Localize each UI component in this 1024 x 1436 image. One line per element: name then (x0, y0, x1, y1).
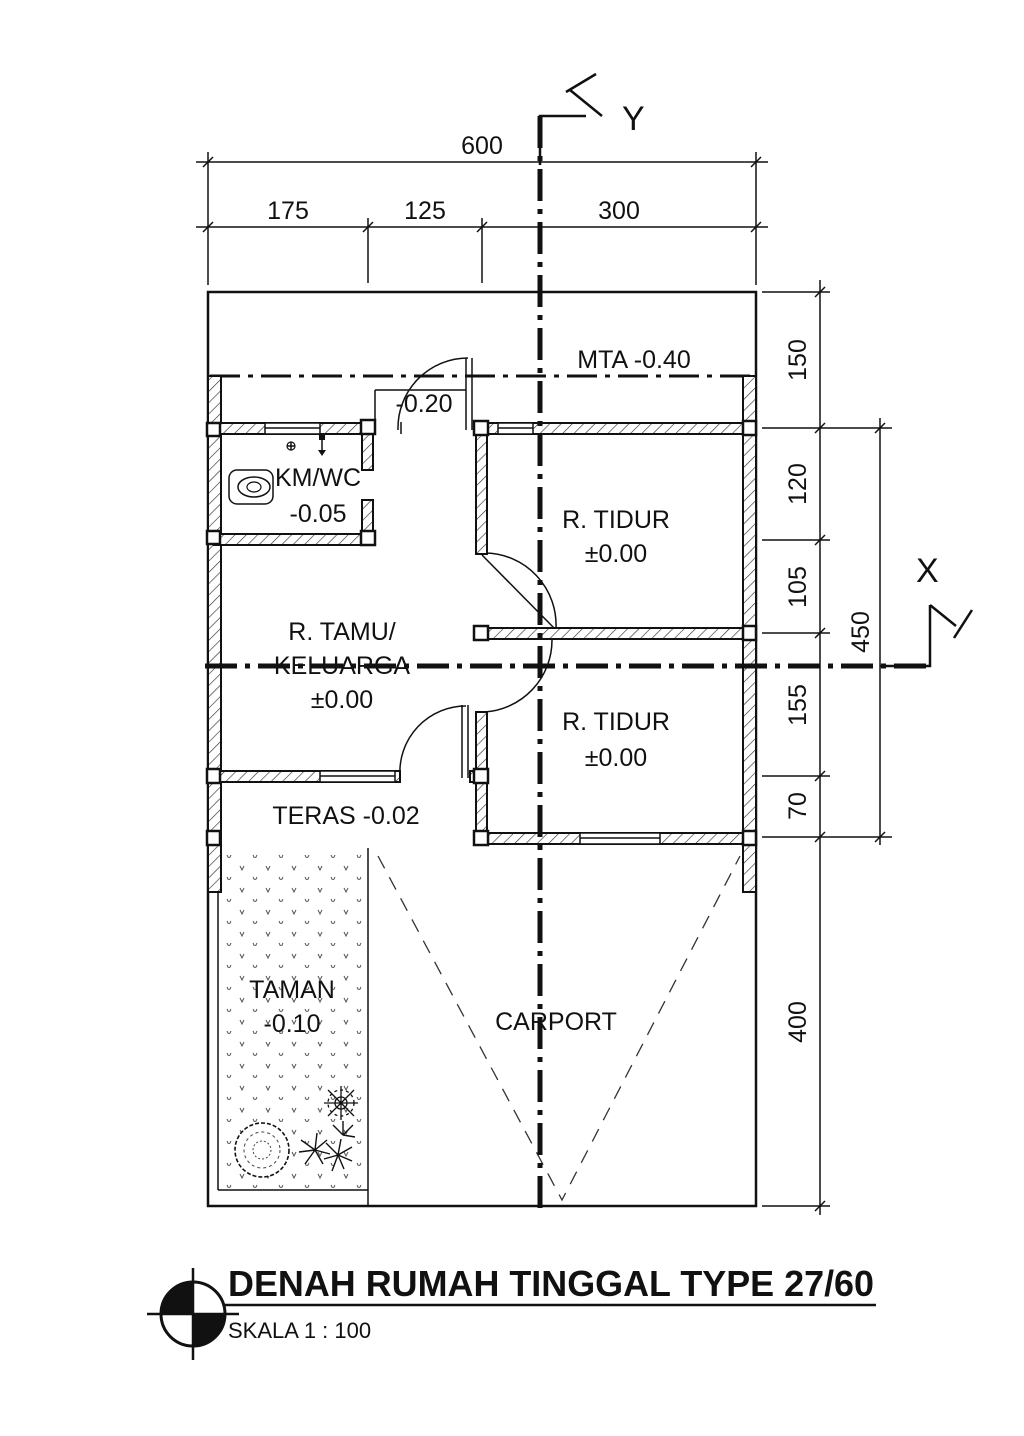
axis-y: Y (537, 72, 645, 1210)
top-dimensions: 600 175 125 300 (196, 132, 768, 285)
label-living-level: ±0.00 (311, 686, 373, 714)
label-bedroom1-name: R. TIDUR (562, 506, 670, 534)
carport-outline (377, 855, 741, 1202)
label-taman-name: TAMAN (249, 976, 335, 1004)
axis-y-label: Y (622, 100, 645, 138)
shrub-icon (234, 1122, 290, 1178)
dim-right-seg-2: 120 (784, 463, 812, 505)
columns (205, 418, 758, 847)
drawing-title: DENAH RUMAH TINGGAL TYPE 27/60 (228, 1263, 874, 1304)
flower-plant-icon (324, 1086, 358, 1120)
windows (264, 422, 661, 845)
dim-right-seg-6: 400 (784, 1001, 812, 1043)
label-bedroom2-name: R. TIDUR (562, 708, 670, 736)
label-taman-level: -0.10 (264, 1010, 321, 1038)
label-carport: CARPORT (495, 1008, 617, 1036)
dim-top-seg-2: 125 (404, 197, 446, 225)
label-living-name1: R. TAMU/ (288, 618, 395, 646)
label-door-level: -0.20 (396, 390, 453, 418)
axis-x: X (205, 552, 974, 669)
dim-top-seg-3: 300 (598, 197, 640, 225)
label-living-name2: KELUARGA (274, 652, 410, 680)
dim-right-seg-3: 105 (784, 566, 812, 608)
doors (374, 357, 557, 778)
dim-right-seg-1: 150 (784, 339, 812, 381)
dim-right-total: 450 (847, 611, 875, 653)
label-mta: MTA -0.40 (577, 346, 690, 374)
label-kmwc-name: KM/WC (275, 464, 361, 492)
label-bedroom2-level: ±0.00 (585, 744, 647, 772)
label-kmwc-level: -0.05 (290, 500, 347, 528)
right-dimensions: 150 120 105 155 70 400 450 (762, 280, 892, 1215)
dim-top-total: 600 (461, 132, 503, 160)
section-marker-icon (147, 1268, 239, 1360)
floor-drain-icon (286, 441, 296, 451)
axis-x-label: X (916, 552, 939, 590)
label-bedroom1-level: ±0.00 (585, 540, 647, 568)
drawing-scale: SKALA 1 : 100 (228, 1318, 371, 1343)
label-teras: TERAS -0.02 (272, 802, 419, 830)
faucet-icon (318, 434, 326, 456)
room-labels: MTA -0.40 -0.20 KM/WC -0.05 R. TIDUR ±0.… (249, 346, 691, 1038)
squat-toilet-icon (228, 469, 274, 505)
dim-top-seg-1: 175 (267, 197, 309, 225)
dim-right-seg-4: 155 (784, 684, 812, 726)
title-block: DENAH RUMAH TINGGAL TYPE 27/60 SKALA 1 :… (147, 1263, 876, 1360)
palm-plant-icon (298, 1121, 356, 1172)
dim-right-seg-5: 70 (784, 792, 812, 820)
